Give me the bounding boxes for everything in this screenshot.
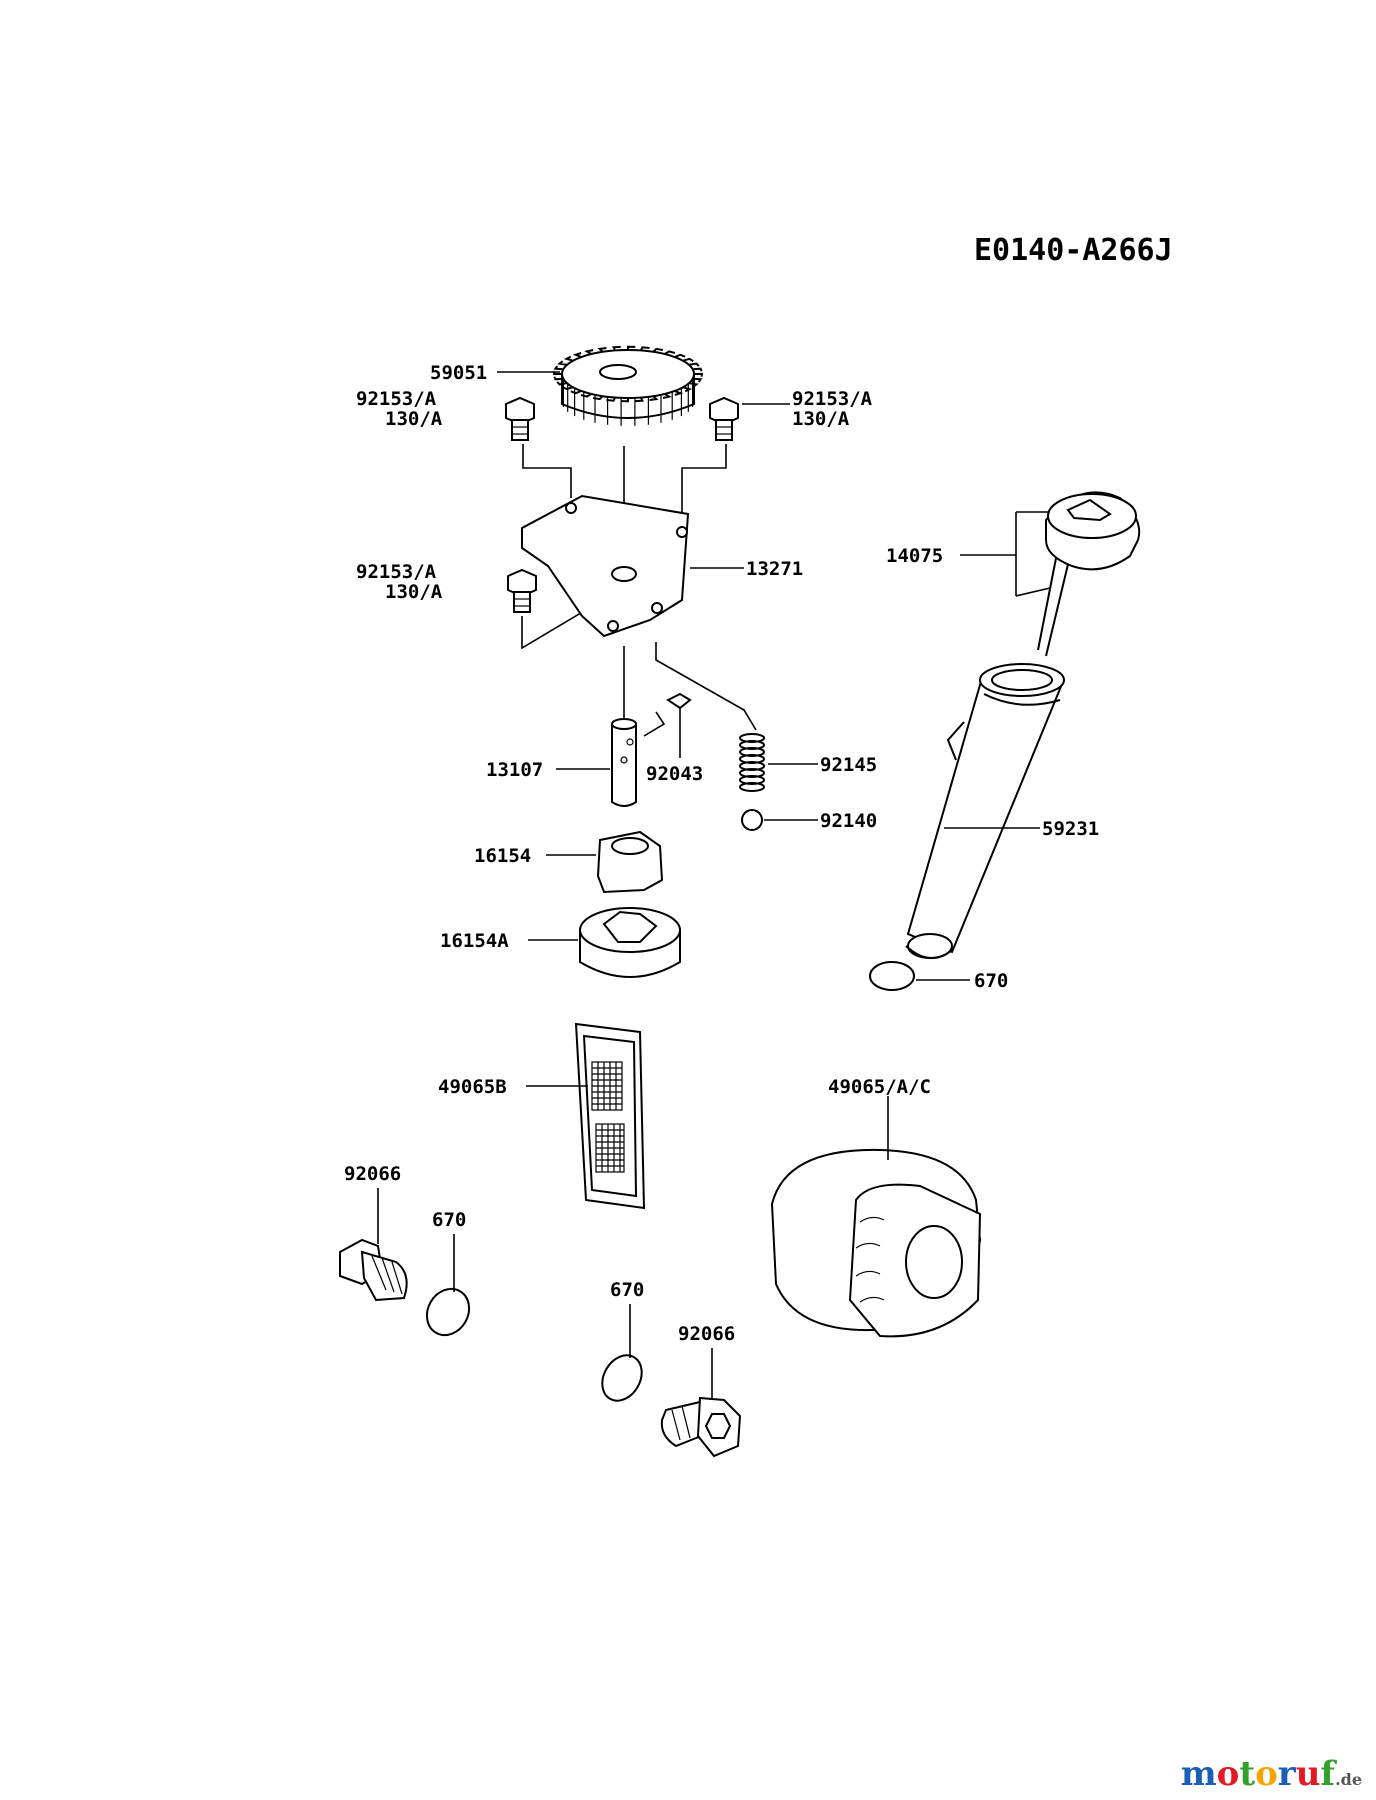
pump-shaft: 13107 bbox=[486, 718, 637, 807]
pump-pin: 92043 bbox=[643, 692, 703, 785]
bolt-top-left bbox=[505, 396, 572, 498]
spring-coil bbox=[739, 782, 765, 792]
watermark-letter: o bbox=[1216, 1754, 1240, 1794]
label-13107: 13107 bbox=[486, 759, 543, 781]
relief-ball: 92140 bbox=[741, 809, 877, 832]
watermark-suffix: .de bbox=[1335, 1770, 1362, 1789]
label-92066-left: 92066 bbox=[344, 1163, 401, 1185]
label-59231: 59231 bbox=[1042, 818, 1099, 840]
bolt-top-right bbox=[681, 396, 790, 520]
o-ring-tube: 670 bbox=[869, 961, 1008, 992]
label-59051: 59051 bbox=[430, 362, 487, 384]
label-13271: 13271 bbox=[746, 558, 803, 580]
label-92153-ml: 92153/A bbox=[356, 561, 437, 583]
bolt-mid-left bbox=[507, 568, 607, 650]
label-92145: 92145 bbox=[820, 754, 877, 776]
gear-teeth bbox=[552, 345, 704, 403]
oil-filter: 49065/A/C bbox=[770, 1076, 982, 1338]
pump-cover-plate: 13271 bbox=[521, 494, 803, 731]
label-49065AC: 49065/A/C bbox=[828, 1076, 931, 1098]
diagram-code: E0140-A266J bbox=[974, 233, 1173, 268]
label-670-mid: 670 bbox=[610, 1279, 644, 1301]
oil-cap-dipstick: 14075 bbox=[886, 491, 1141, 657]
label-92153-tr: 92153/A bbox=[792, 388, 873, 410]
label-14075: 14075 bbox=[886, 545, 943, 567]
drain-plug-left: 92066 bbox=[339, 1163, 408, 1302]
watermark-letter: r bbox=[1277, 1754, 1296, 1794]
label-16154A: 16154A bbox=[440, 930, 509, 952]
label-130-ml: 130/A bbox=[385, 581, 443, 603]
relief-spring bbox=[739, 733, 765, 792]
watermark-letter: m bbox=[1180, 1754, 1217, 1794]
inner-rotor: 16154 bbox=[474, 830, 664, 894]
watermark-letter: t bbox=[1239, 1754, 1256, 1794]
outer-rotor: 16154A bbox=[440, 907, 681, 978]
label-670-tube: 670 bbox=[974, 970, 1008, 992]
label-92153-tl: 92153/A bbox=[356, 388, 437, 410]
watermark-logo: motoruf.de bbox=[1181, 1754, 1362, 1794]
label-92066-mid: 92066 bbox=[678, 1323, 735, 1345]
o-ring-left: 670 bbox=[425, 1209, 471, 1337]
watermark-letter: o bbox=[1255, 1754, 1278, 1794]
o-ring-middle: 670 bbox=[601, 1279, 644, 1402]
label-49065B: 49065B bbox=[438, 1076, 507, 1098]
drain-plug-middle: 92066 bbox=[660, 1323, 742, 1458]
label-670-left: 670 bbox=[432, 1209, 466, 1231]
watermark-letter: u bbox=[1295, 1754, 1321, 1794]
label-130-tl: 130/A bbox=[385, 408, 443, 430]
oil-pump-gear: 59051 bbox=[430, 345, 704, 577]
oil-screen: 49065B bbox=[438, 1022, 646, 1210]
label-92043: 92043 bbox=[646, 763, 703, 785]
label-92140: 92140 bbox=[820, 810, 877, 832]
label-16154: 16154 bbox=[474, 845, 531, 867]
oil-filler-tube: 59231 bbox=[905, 663, 1099, 959]
label-130-tr: 130/A bbox=[792, 408, 850, 430]
watermark-letter: f bbox=[1320, 1754, 1336, 1794]
